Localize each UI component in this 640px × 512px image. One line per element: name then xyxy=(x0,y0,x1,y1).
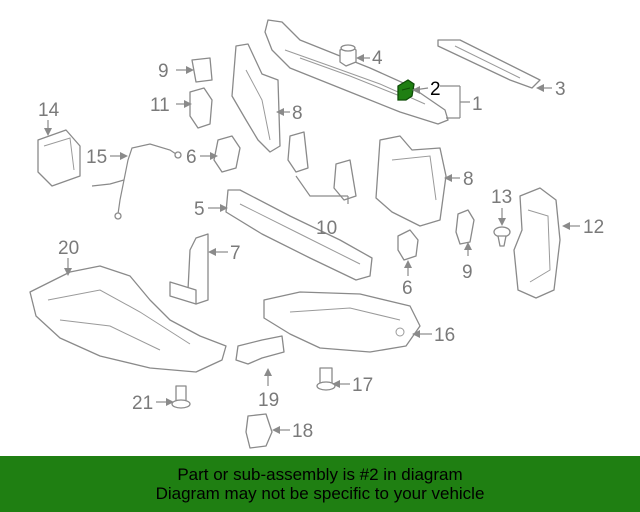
parts-diagram: 1 2 3 4 5 6 6 7 8 8 9 9 10 11 12 13 14 1… xyxy=(29,19,604,449)
leader-lines xyxy=(44,54,580,434)
part-20-under-panel xyxy=(29,265,227,373)
callout-1: 1 xyxy=(472,94,483,115)
part-9-bracket-top xyxy=(191,57,213,83)
part-11-bracket xyxy=(189,87,213,129)
banner-line-part-info: Part or sub-assembly is #2 in diagram xyxy=(177,465,463,484)
part-14-module xyxy=(37,129,81,187)
callout-19: 19 xyxy=(258,390,279,411)
banner-line-disclaimer: Diagram may not be specific to your vehi… xyxy=(155,484,485,503)
callout-18: 18 xyxy=(292,421,313,442)
part-13-push-clip xyxy=(493,226,511,247)
part-6-bracket-right xyxy=(397,229,419,261)
part-7-vertical-bracket xyxy=(169,233,209,305)
part-15-wiring-harness xyxy=(91,143,182,220)
part-2-bracket-highlighted xyxy=(397,79,415,101)
callout-9-bottom: 9 xyxy=(462,262,473,283)
part-16-engine-undercover xyxy=(263,291,421,353)
callout-5: 5 xyxy=(194,199,205,220)
callout-14: 14 xyxy=(38,100,60,121)
part-12-side-guide xyxy=(513,187,561,299)
part-9-bracket-bottom xyxy=(455,209,475,245)
callout-8-left: 8 xyxy=(292,103,303,124)
callout-3: 3 xyxy=(555,79,566,100)
callout-8-right: 8 xyxy=(463,169,474,190)
callout-20: 20 xyxy=(58,238,79,259)
callout-10: 10 xyxy=(316,218,337,239)
callout-6-left: 6 xyxy=(186,147,197,168)
callout-11: 11 xyxy=(150,95,170,116)
part-8-air-guide-left xyxy=(231,43,281,153)
callout-labels: 1 2 3 4 5 6 6 7 8 8 9 9 10 11 12 13 14 1… xyxy=(38,48,604,442)
callout-12: 12 xyxy=(583,217,604,238)
callout-6-right: 6 xyxy=(402,278,413,299)
part-18-clip xyxy=(245,413,273,449)
part-17-bolt xyxy=(316,367,336,391)
info-banner: Part or sub-assembly is #2 in diagram Di… xyxy=(0,456,640,512)
callout-7: 7 xyxy=(230,243,241,264)
part-10-bracket-pair xyxy=(287,131,357,201)
callout-16: 16 xyxy=(434,325,455,346)
callout-21: 21 xyxy=(132,393,153,414)
part-21-bolt xyxy=(171,385,191,409)
callout-17: 17 xyxy=(352,375,373,396)
part-8-air-guide-right xyxy=(375,135,447,227)
callout-2: 2 xyxy=(430,79,441,100)
callout-9-top: 9 xyxy=(158,61,169,82)
part-19-deflector xyxy=(235,335,285,365)
part-4-clip xyxy=(339,44,357,67)
part-5-lower-reinforcement xyxy=(225,189,373,281)
callout-13: 13 xyxy=(491,187,512,208)
callout-4: 4 xyxy=(372,48,383,69)
callout-15: 15 xyxy=(86,147,107,168)
part-3-seal-strip xyxy=(437,39,541,89)
part-6-bracket-left xyxy=(213,135,241,173)
